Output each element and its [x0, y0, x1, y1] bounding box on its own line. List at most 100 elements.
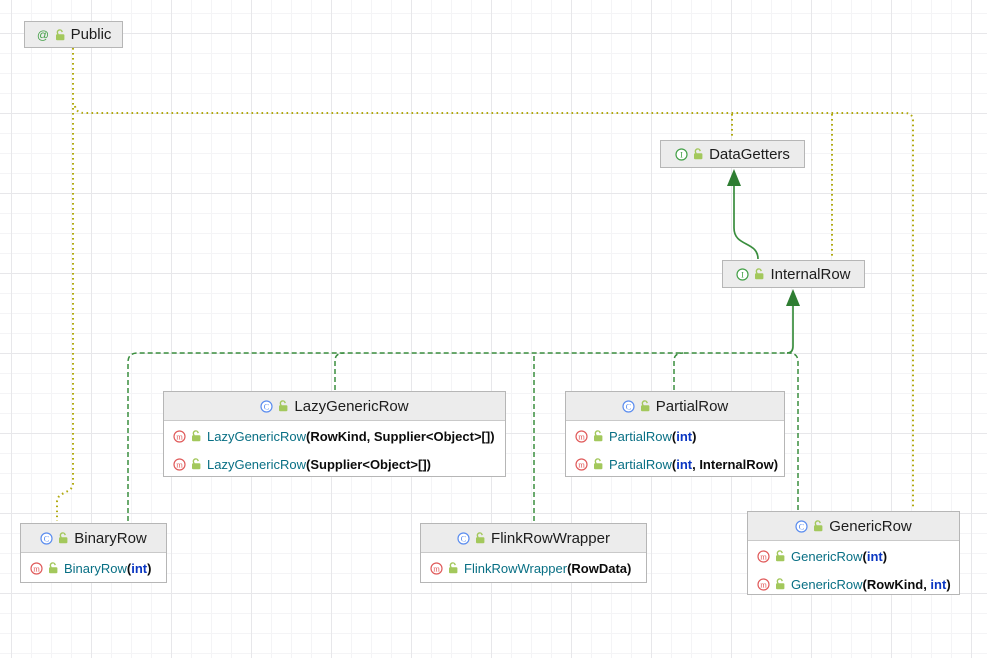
node-header[interactable]: C FlinkRowWrapper: [421, 524, 646, 553]
interface-icon: I: [736, 267, 750, 281]
method-icon: m: [757, 549, 770, 563]
public-lock-icon: [278, 400, 289, 412]
node-header[interactable]: C LazyGenericRow: [164, 392, 505, 421]
extends-arrowhead: [727, 169, 741, 186]
method-list: m FlinkRowWrapper(RowData): [421, 553, 646, 583]
public-lock-icon: [55, 28, 66, 41]
method-icon: m: [173, 457, 186, 471]
node-header[interactable]: C BinaryRow: [21, 524, 166, 553]
svg-text:m: m: [176, 431, 183, 441]
method-icon: m: [757, 577, 770, 591]
class-icon: C: [622, 399, 635, 413]
method-signature: PartialRow(int): [609, 428, 697, 444]
method-row[interactable]: m FlinkRowWrapper(RowData): [421, 554, 646, 582]
node-title: Public: [70, 26, 112, 43]
svg-text:m: m: [578, 431, 585, 441]
method-list: m LazyGenericRow(RowKind, Supplier<Object…: [164, 421, 505, 479]
node-title: BinaryRow: [74, 529, 147, 547]
method-list: m BinaryRow(int): [21, 553, 166, 583]
method-signature: GenericRow(RowKind, int): [791, 576, 951, 592]
node-header[interactable]: C PartialRow: [566, 392, 784, 421]
svg-text:m: m: [760, 579, 767, 589]
method-signature: BinaryRow(int): [64, 560, 152, 576]
public-lock-icon: [813, 520, 824, 532]
public-lock-icon: [640, 400, 651, 412]
node-datagetters[interactable]: I DataGetters: [660, 140, 805, 168]
implements-arrowhead: [786, 289, 800, 306]
node-header[interactable]: I InternalRow: [723, 261, 864, 287]
method-icon: m: [30, 561, 43, 575]
interface-icon: I: [675, 147, 688, 161]
svg-text:m: m: [578, 459, 585, 469]
node-title: FlinkRowWrapper: [491, 529, 610, 547]
edge-implements-riser: [786, 303, 794, 354]
node-title: GenericRow: [829, 517, 912, 535]
svg-text:m: m: [760, 551, 767, 561]
node-header[interactable]: C GenericRow: [748, 512, 959, 541]
node-lazygenericrow[interactable]: C LazyGenericRow m LazyGenericRow(RowKind…: [163, 391, 506, 477]
public-lock-icon: [475, 532, 486, 544]
class-icon: C: [260, 399, 273, 413]
class-icon: C: [40, 531, 53, 545]
lock-icon: [448, 562, 459, 574]
method-row[interactable]: m GenericRow(RowKind, int): [748, 570, 959, 598]
node-title: LazyGenericRow: [294, 397, 409, 415]
method-row[interactable]: m PartialRow(int, InternalRow): [566, 450, 784, 478]
method-signature: GenericRow(int): [791, 548, 888, 564]
method-row[interactable]: m PartialRow(int): [566, 422, 784, 450]
node-flinkrowwrapper[interactable]: C FlinkRowWrapper m FlinkRowWrapper(RowDa…: [420, 523, 647, 583]
method-icon: m: [575, 429, 588, 443]
annotation-icon: @: [36, 28, 50, 42]
method-signature: PartialRow(int, InternalRow): [609, 456, 779, 472]
edge-implements-lazygenericrow: [334, 352, 345, 390]
method-icon: m: [575, 457, 588, 471]
svg-text:C: C: [44, 533, 50, 543]
lock-icon: [593, 430, 604, 442]
lock-icon: [775, 578, 786, 590]
class-icon: C: [457, 531, 470, 545]
edge-internalrow-extends-datagetters: [733, 184, 759, 260]
edge-implements-partialrow: [673, 352, 684, 390]
svg-text:C: C: [799, 521, 805, 531]
method-row[interactable]: m LazyGenericRow(Supplier<Object>[]): [164, 450, 505, 478]
svg-text:I: I: [742, 269, 745, 279]
edge-public-binaryrow: [56, 48, 74, 521]
method-signature: LazyGenericRow(RowKind, Supplier<Object>…: [207, 428, 495, 444]
svg-text:I: I: [680, 149, 683, 159]
lock-icon: [593, 458, 604, 470]
method-signature: FlinkRowWrapper(RowData): [464, 560, 632, 576]
svg-text:@: @: [36, 28, 48, 42]
svg-text:m: m: [33, 563, 40, 573]
node-title: DataGetters: [709, 145, 790, 163]
public-lock-icon: [754, 268, 765, 280]
method-row[interactable]: m BinaryRow(int): [21, 554, 166, 582]
public-lock-icon: [58, 532, 69, 544]
node-title: InternalRow: [770, 265, 851, 283]
lock-icon: [775, 550, 786, 562]
method-signature: LazyGenericRow(Supplier<Object>[]): [207, 456, 431, 472]
node-header[interactable]: @ Public: [25, 22, 122, 47]
svg-text:C: C: [461, 533, 467, 543]
svg-text:C: C: [625, 401, 631, 411]
method-row[interactable]: m LazyGenericRow(RowKind, Supplier<Object…: [164, 422, 505, 450]
class-icon: C: [795, 519, 808, 533]
svg-text:C: C: [264, 401, 270, 411]
node-internalrow[interactable]: I InternalRow: [722, 260, 865, 288]
svg-text:m: m: [433, 563, 440, 573]
node-public[interactable]: @ Public: [24, 21, 123, 48]
node-binaryrow[interactable]: C BinaryRow m BinaryRow(int): [20, 523, 167, 583]
method-row[interactable]: m GenericRow(int): [748, 542, 959, 570]
lock-icon: [191, 430, 202, 442]
edge-implements-genericrow: [788, 352, 799, 510]
lock-icon: [48, 562, 59, 574]
method-icon: m: [430, 561, 443, 575]
node-header[interactable]: I DataGetters: [661, 141, 804, 167]
method-icon: m: [173, 429, 186, 443]
svg-text:m: m: [176, 459, 183, 469]
node-title: PartialRow: [655, 397, 729, 415]
public-lock-icon: [693, 148, 704, 160]
